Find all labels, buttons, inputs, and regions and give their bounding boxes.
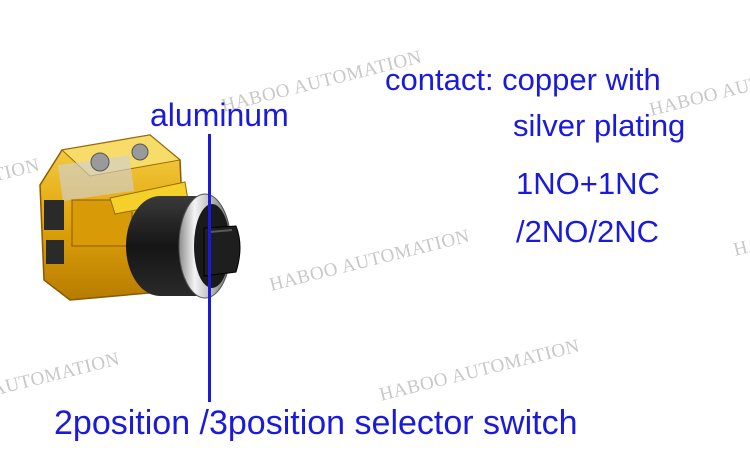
contact-block (39, 134, 189, 301)
label-contact-line2: silver plating (513, 108, 686, 143)
selector-knob (203, 225, 241, 277)
label-aluminum: aluminum (150, 97, 289, 133)
label-contact-line1: contact: copper with (385, 62, 661, 97)
aluminum-pointer-line (208, 134, 211, 402)
label-bottom: 2position /3position selector switch (54, 404, 578, 442)
label-config-line2: /2NO/2NC (516, 214, 659, 249)
label-config-line1: 1NO+1NC (516, 166, 660, 201)
